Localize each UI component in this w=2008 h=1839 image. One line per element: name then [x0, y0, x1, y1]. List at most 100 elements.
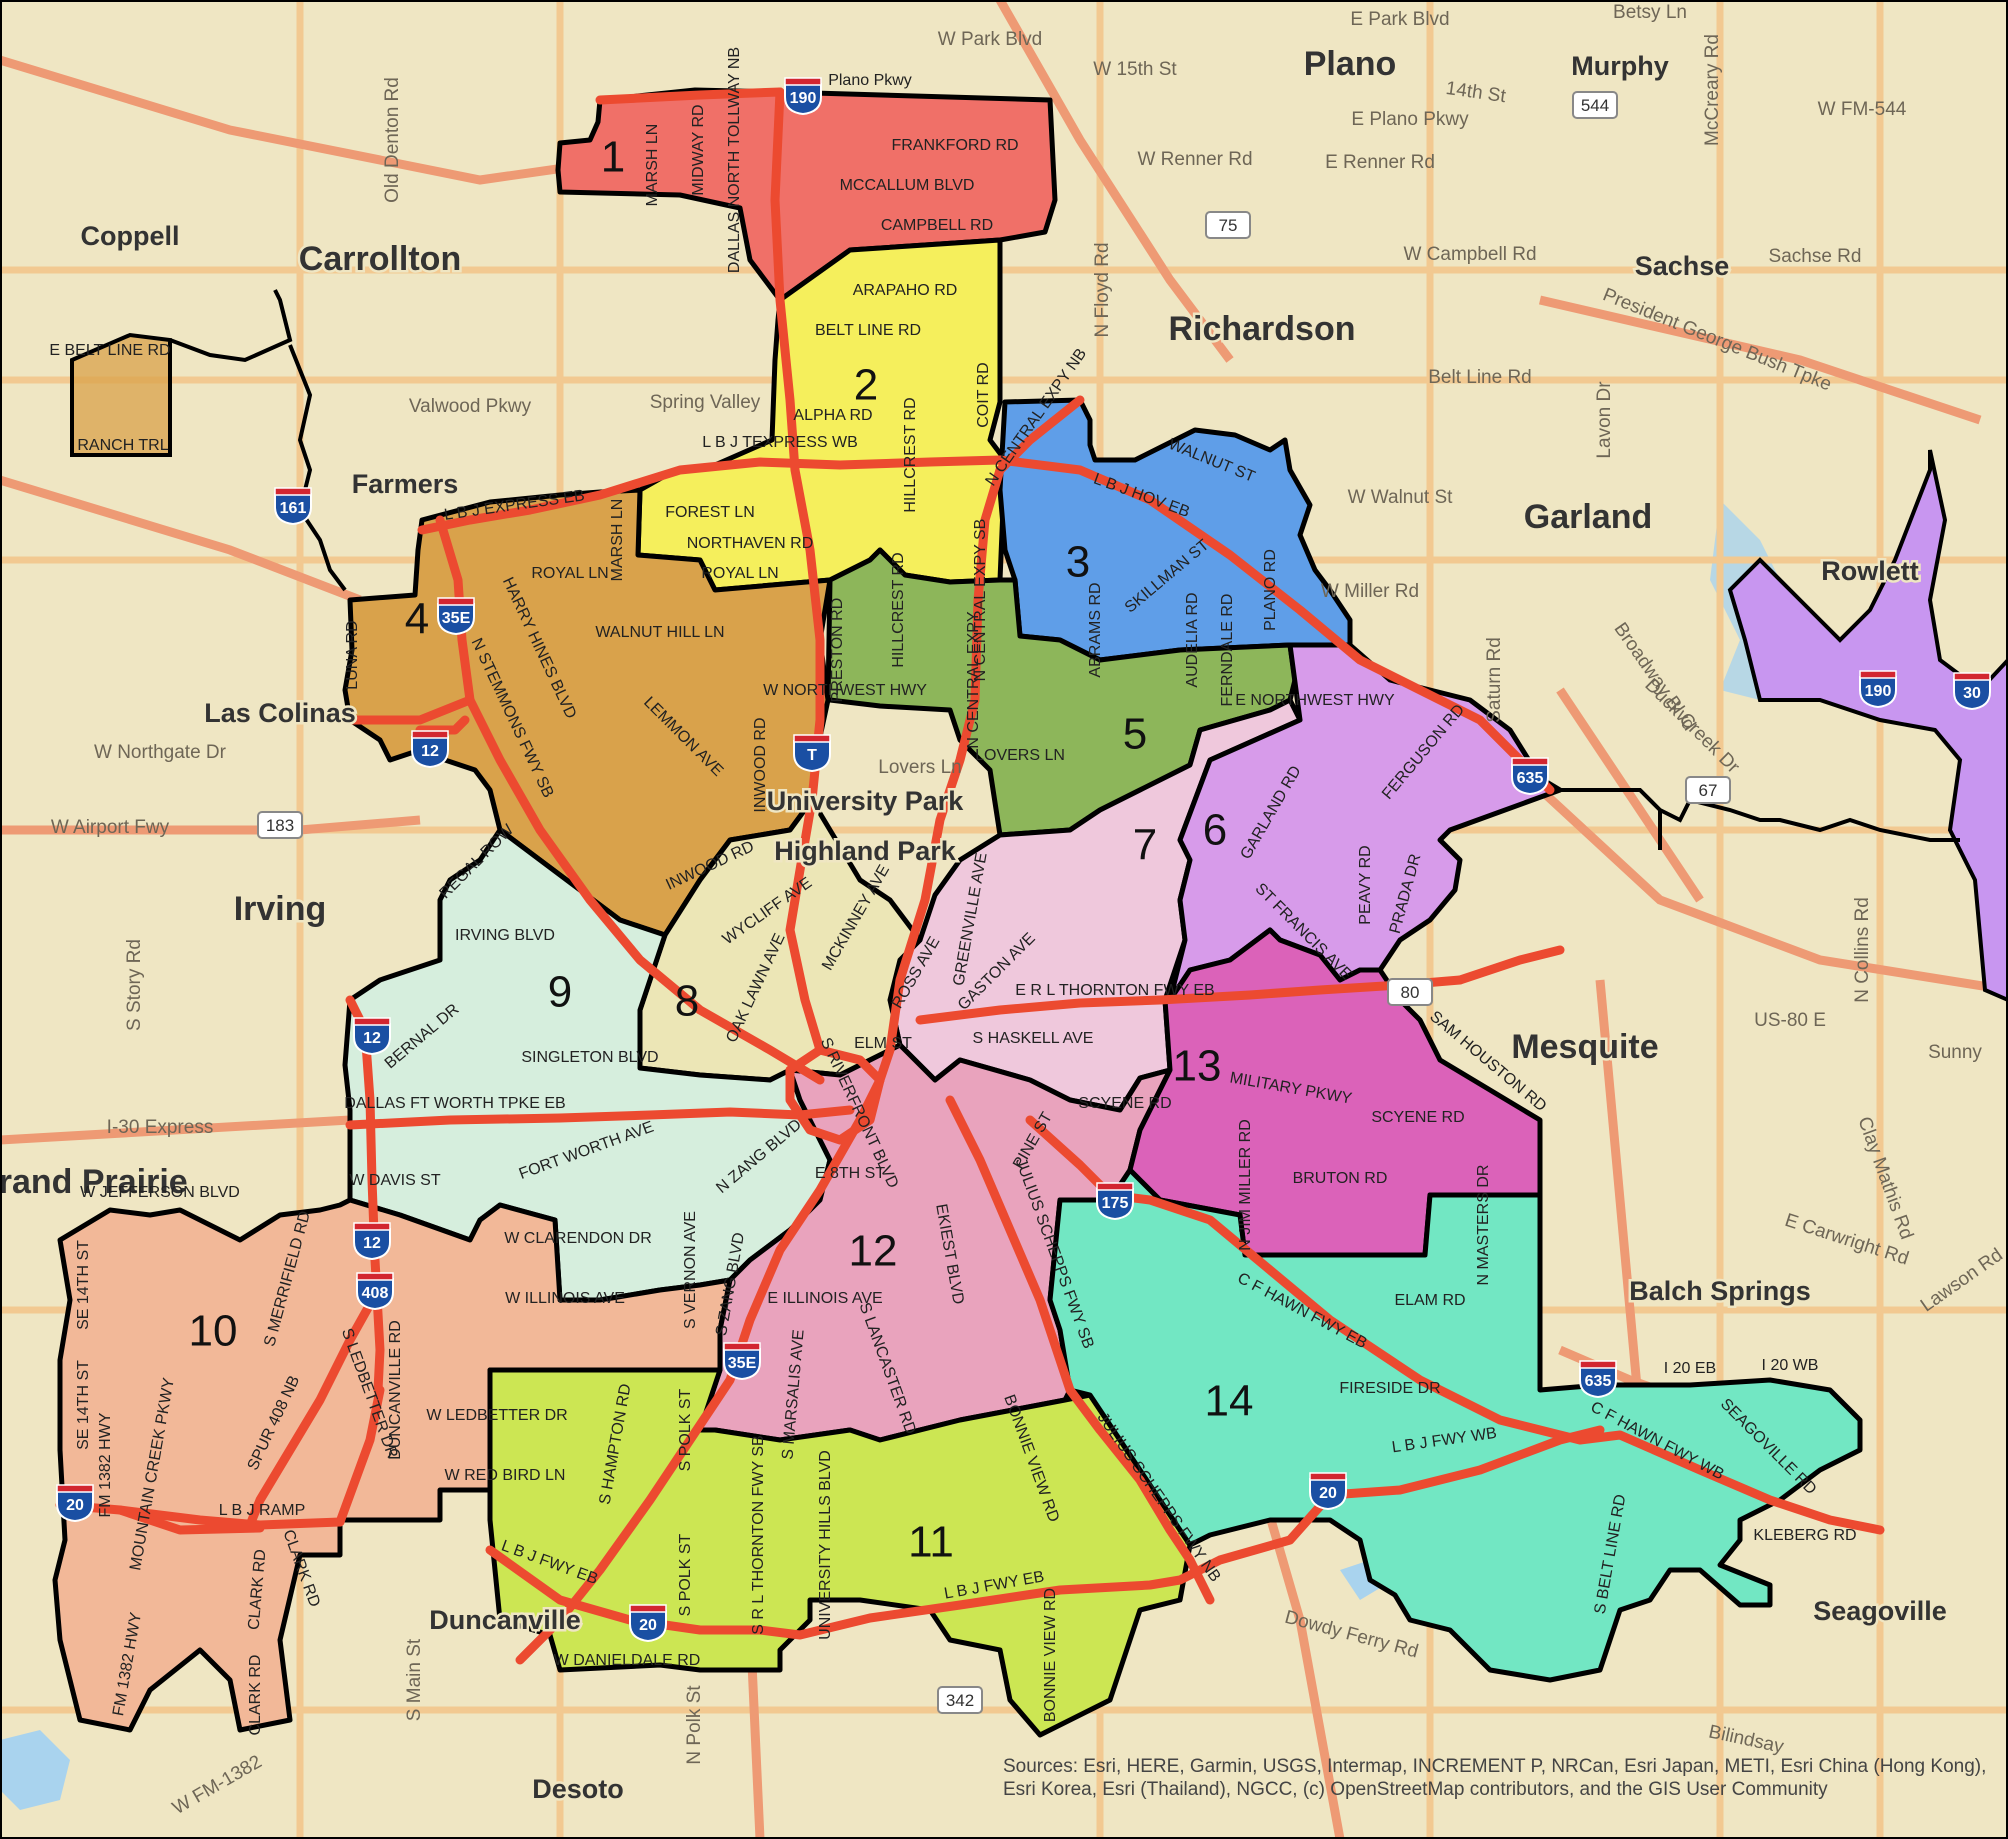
road-label: W CLARENDON DR [504, 1230, 652, 1247]
city-label: University Park [767, 786, 965, 816]
road-label: I 20 WB [1762, 1357, 1819, 1374]
highway-lbj-freeway [417, 455, 1555, 795]
interstate-shield-icon: 12 [353, 1222, 391, 1261]
district-11[interactable] [487, 1367, 1193, 1738]
shield-shape [1511, 763, 1549, 796]
background-road-label: W Miller Rd [1321, 581, 1419, 602]
road-label: WALNUT HILL LN [595, 624, 724, 641]
highway-lbj-ramp-west [115, 1505, 265, 1535]
district-number-label: 1 [601, 133, 625, 182]
shield-number: 20 [66, 1497, 84, 1514]
road-label: BONNIE VIEW RD [1042, 1588, 1059, 1722]
shield-number: 12 [363, 1030, 381, 1047]
bg-highway [0, 55, 621, 185]
district-number-label: 7 [1133, 821, 1157, 870]
road-label: LUNA RD [344, 620, 361, 689]
road-label: LOVERS LN [975, 747, 1065, 764]
road-label: BELT LINE RD [815, 322, 921, 339]
road-label: ROYAL LN [701, 565, 778, 582]
us-route-shield-icon: 67 [1685, 776, 1731, 804]
background-road-label: I-30 Express [107, 1117, 214, 1138]
highway-us-75 [875, 395, 1085, 1085]
interstate-shield-icon: 161 [274, 487, 312, 526]
background-road-label: E Plano Pkwy [1351, 109, 1469, 130]
road-label: FRANKFORD RD [891, 137, 1018, 154]
bg-highway [1595, 979, 1645, 1421]
map-attribution: Sources: Esri, HERE, Garmin, USGS, Inter… [1003, 1756, 1987, 1800]
road-label: N JIM MILLER RD [1237, 1119, 1254, 1251]
interstate-shield-icon: 35E [723, 1342, 761, 1381]
shield-cap [353, 1222, 391, 1231]
shield-shape [353, 1023, 391, 1056]
us-route-shield-icon: 75 [1205, 211, 1251, 239]
road-label: W JEFFERSON BLVD [80, 1184, 240, 1201]
road-label: SE 14TH ST [75, 1240, 92, 1330]
shield-number: 80 [1401, 983, 1420, 1002]
road-label: SCYENE RD [1078, 1095, 1171, 1112]
shield-shape [1579, 1366, 1617, 1399]
road-label: IRVING BLVD [455, 927, 555, 944]
shield-cap [411, 730, 449, 739]
highway-downtown-loop [785, 1045, 885, 1145]
highway-i45 [945, 1095, 1215, 1605]
city-label: Irving [234, 890, 327, 928]
road-label: INWOOD RD [752, 717, 769, 812]
shield-number: T [807, 747, 817, 764]
district-14[interactable] [1047, 1167, 1863, 1683]
district-1[interactable] [555, 87, 1058, 303]
background-road-label: McCreary Rd [1702, 34, 1723, 146]
road-label: RANCH TRL [77, 437, 168, 454]
background-road-label: Belt Line Rd [1428, 367, 1532, 388]
shield-cap [1309, 1472, 1347, 1481]
road-label: N MASTERS DR [1475, 1165, 1492, 1286]
road-label: COIT RD [975, 362, 992, 427]
shield-number: 12 [363, 1235, 381, 1252]
interstate-shield-icon: 20 [1309, 1472, 1347, 1511]
city-label: Seagoville [1813, 1596, 1947, 1626]
road-label: DUNCANVILLE RD [387, 1320, 404, 1460]
interstate-shield-icon: 635 [1579, 1360, 1617, 1399]
district-number-label: 4 [405, 595, 429, 644]
road-label: Plano Pkwy [828, 72, 912, 89]
shield-number: 75 [1219, 216, 1238, 235]
background-road-label: US-80 E [1754, 1010, 1826, 1031]
road-label: S HASKELL AVE [973, 1030, 1094, 1047]
background-road-label: E Renner Rd [1325, 152, 1435, 173]
city-label: Farmers [352, 469, 459, 499]
shield-shape [274, 493, 312, 526]
road-label: MARSH LN [609, 499, 626, 582]
background-road-label: W Park Blvd [938, 29, 1043, 50]
shield-number: 635 [1585, 1373, 1612, 1390]
shield-number: 183 [266, 816, 294, 835]
road-label: DALLAS NORTH TOLLWAY NB [726, 47, 743, 273]
road-label: MCCALLUM BLVD [840, 177, 975, 194]
road-label: ELM ST [854, 1035, 912, 1052]
shield-shape [1572, 91, 1618, 119]
district-4-west-enclave[interactable] [70, 332, 172, 457]
interstate-shield-icon: 190 [1859, 670, 1897, 709]
background-road-label: Old Denton Rd [382, 77, 403, 203]
interstate-shield-icon: 20 [629, 1604, 667, 1643]
shield-cap [1096, 1182, 1134, 1191]
interstate-shield-icon: 635 [1511, 757, 1549, 796]
road-label: E NORTHWEST HWY [1235, 692, 1395, 709]
background-road-label: E Park Blvd [1350, 9, 1449, 30]
shield-shape [1953, 678, 1991, 711]
highway-i635-east [1455, 945, 1565, 985]
city-label: Richardson [1168, 310, 1355, 348]
road-label: SE 14TH ST [75, 1360, 92, 1450]
city-label: Carrollton [299, 240, 461, 278]
road-label: HILLCREST RD [890, 552, 907, 667]
shield-cap [437, 597, 475, 606]
road-label: UNIVERSITY HILLS BLVD [817, 1450, 834, 1640]
shield-shape [1309, 1478, 1347, 1511]
city-label: Coppell [81, 221, 180, 251]
city-label: Rowlett [1821, 556, 1919, 586]
shield-cap [56, 1484, 94, 1493]
road-label: KLEBERG RD [1753, 1527, 1856, 1544]
